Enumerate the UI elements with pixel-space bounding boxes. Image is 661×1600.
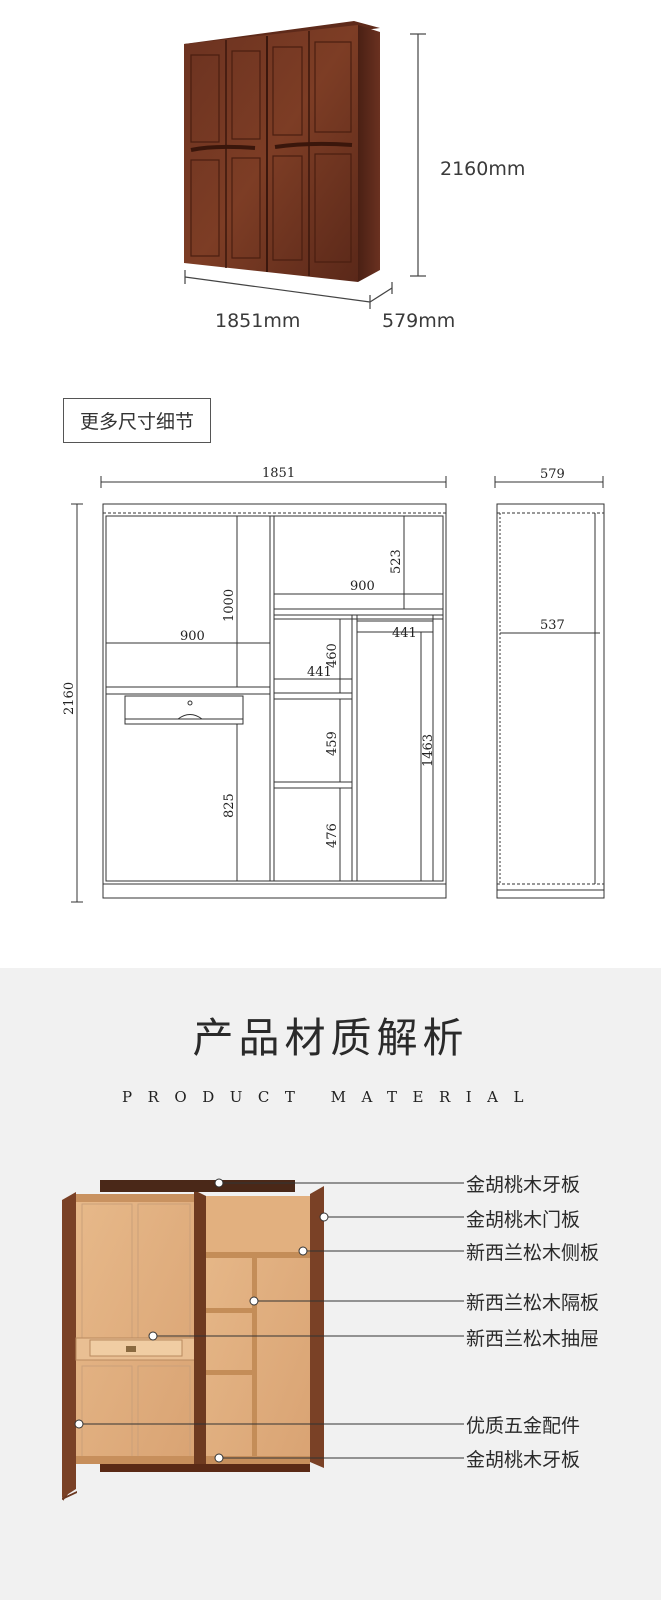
height-label: 2160mm — [440, 158, 526, 180]
dim-459: 459 — [325, 731, 340, 756]
dim-825: 825 — [222, 793, 237, 818]
callout-pine-drawer: 新西兰松木抽屉 — [466, 1328, 600, 1350]
callout-walnut-apron-bottom: 金胡桃木牙板 — [466, 1449, 581, 1471]
material-title: 产品材质解析 — [192, 1014, 469, 1062]
dim-900-left: 900 — [180, 629, 205, 644]
wardrobe-illustration — [184, 21, 426, 309]
depth-label: 579mm — [382, 310, 456, 332]
side-inner-depth-value: 537 — [540, 618, 565, 633]
dim-523: 523 — [389, 549, 404, 574]
callout-pine-shelf: 新西兰松木隔板 — [466, 1292, 600, 1314]
callout-walnut-apron-top: 金胡桃木牙板 — [466, 1174, 581, 1196]
callout-walnut-door: 金胡桃木门板 — [466, 1209, 581, 1231]
front-height-value: 2160 — [62, 682, 77, 715]
width-label: 1851mm — [215, 310, 301, 332]
more-size-details-button[interactable]: 更多尺寸细节 — [63, 398, 211, 443]
dimension-detail-section: 1851 2160 1000 900 523 900 460 441 441 8… — [0, 370, 661, 970]
open-wardrobe-illustration — [62, 1178, 464, 1501]
dim-441-mid: 441 — [307, 665, 332, 680]
side-depth-value: 579 — [540, 467, 565, 482]
dim-1463: 1463 — [421, 734, 436, 767]
dim-900-right: 900 — [350, 579, 375, 594]
callout-pine-side-panel: 新西兰松木侧板 — [466, 1242, 600, 1264]
dim-460: 460 — [325, 643, 340, 668]
material-section: 产品材质解析 PRODUCT MATERIAL — [0, 968, 661, 1600]
front-width-value: 1851 — [262, 466, 295, 481]
dim-441-right: 441 — [392, 626, 417, 641]
material-subtitle: PRODUCT MATERIAL — [122, 1088, 539, 1106]
callout-hardware: 优质五金配件 — [466, 1415, 581, 1437]
technical-drawing: 1851 2160 1000 900 523 900 460 441 441 8… — [62, 466, 605, 903]
dim-1000: 1000 — [222, 589, 237, 622]
overview-section: 2160mm 1851mm 579mm — [0, 0, 661, 370]
dim-476: 476 — [325, 823, 340, 848]
